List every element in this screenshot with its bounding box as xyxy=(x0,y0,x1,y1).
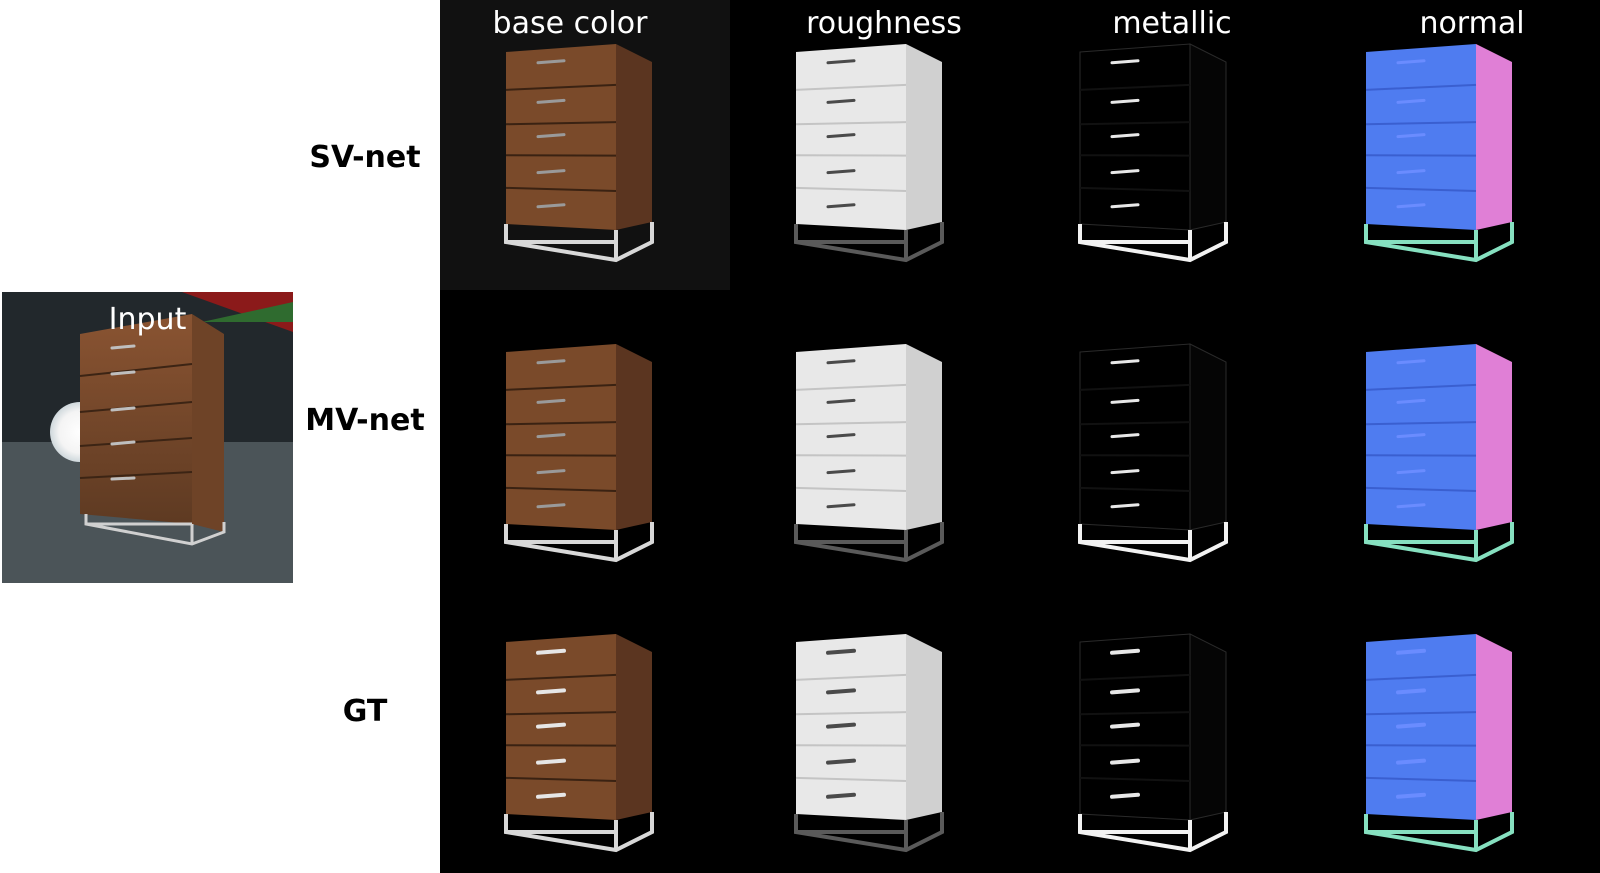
render-mv-net-roughness xyxy=(730,300,1020,590)
dresser-normal-map xyxy=(1364,344,1514,563)
row-label-mv-net: MV-net xyxy=(305,403,425,438)
render-sv-net-base-color xyxy=(440,0,730,290)
input-dresser-render xyxy=(2,292,293,583)
render-gt-metallic xyxy=(1014,590,1304,873)
column-header-normal: normal xyxy=(1419,6,1525,41)
row-label-gt: GT xyxy=(342,694,388,729)
render-sv-net-metallic xyxy=(1014,0,1304,290)
column-header-base-color: base color xyxy=(492,6,648,41)
column-header-metallic: metallic xyxy=(1112,6,1232,41)
render-gt-base-color xyxy=(440,590,730,873)
dresser-roughness-map xyxy=(794,344,944,563)
render-mv-net-normal xyxy=(1300,300,1590,590)
row-label-sv-net: SV-net xyxy=(309,140,421,175)
dresser-base-color-map xyxy=(504,634,654,853)
dresser-metallic-map xyxy=(1078,43,1228,263)
dresser-roughness-map xyxy=(794,634,944,853)
render-sv-net-roughness xyxy=(730,0,1020,290)
render-mv-net-base-color xyxy=(440,300,730,590)
dresser-normal-map xyxy=(1364,634,1514,853)
render-mv-net-metallic xyxy=(1014,300,1304,590)
dresser-metallic-map xyxy=(1078,633,1228,853)
render-gt-roughness xyxy=(730,590,1020,873)
dresser-base-color-map xyxy=(504,344,654,563)
result-grid: base color roughness metallic normal xyxy=(440,0,1600,873)
column-header-roughness: roughness xyxy=(806,6,962,41)
input-label: Input xyxy=(108,302,187,337)
dresser-normal-map xyxy=(1364,44,1514,263)
dresser-metallic-map xyxy=(1078,343,1228,563)
input-image: Input xyxy=(2,292,293,583)
dresser-base-color-map xyxy=(440,0,730,290)
dresser-roughness-map xyxy=(794,44,944,263)
render-sv-net-normal xyxy=(1300,0,1590,290)
render-gt-normal xyxy=(1300,590,1590,873)
